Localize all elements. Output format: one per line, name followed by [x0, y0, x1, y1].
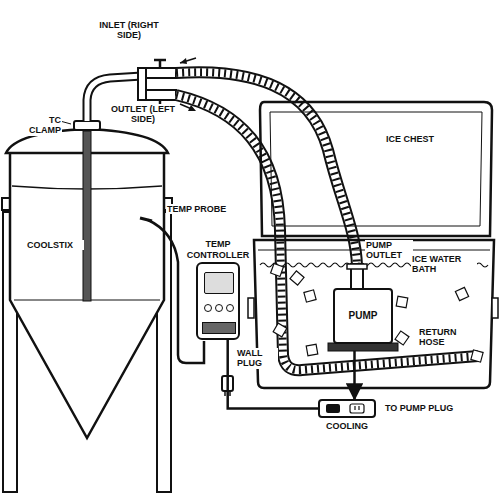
part-label: RETURN HOSE: [418, 327, 476, 348]
coolstix-rod: [83, 131, 91, 301]
return-hose: [176, 95, 478, 370]
power-cord: [353, 344, 356, 399]
part-label: PUMP OUTLET: [365, 240, 413, 261]
handle: [2, 198, 10, 210]
power-cord: [228, 340, 318, 409]
power-outlet-face: [320, 401, 374, 416]
flow-arrow: [180, 58, 187, 64]
part-label: ICE WATER BATH: [411, 254, 477, 275]
temp-controller: TEMP CONTROLLER: [196, 262, 240, 340]
controller-base: [202, 322, 236, 334]
valve-handle: [154, 59, 166, 62]
pump-box: PUMP: [333, 288, 393, 344]
controller-button: [215, 304, 223, 312]
controller-screen: [204, 272, 234, 294]
part-label: OUTLET (LEFT SIDE): [108, 104, 178, 125]
part-label: INLET (RIGHT SIDE): [92, 20, 166, 41]
flow-arrow: [180, 58, 196, 63]
chest-name: ICE CHEST: [360, 134, 460, 144]
plug-prong: [224, 391, 226, 396]
power-outlet: COOLING: [318, 399, 376, 418]
temp-probe: [140, 218, 152, 221]
part-label: TC CLAMP: [14, 115, 62, 136]
part-label: COOLSTIX: [26, 240, 84, 250]
controller-button: [226, 304, 234, 312]
plug-prong: [229, 391, 231, 396]
controller-name: TEMP CONTROLLER: [183, 239, 253, 260]
controller-button: [204, 304, 212, 312]
part-label: WALL PLUG: [236, 348, 278, 369]
outlet-name: COOLING: [310, 421, 384, 431]
part-label: TEMP PROBE: [166, 204, 230, 214]
pump-name: PUMP: [349, 310, 378, 322]
cord-label: TO PUMP PLUG: [384, 403, 454, 413]
tc-clamp: [74, 121, 100, 130]
manifold: [138, 68, 146, 100]
